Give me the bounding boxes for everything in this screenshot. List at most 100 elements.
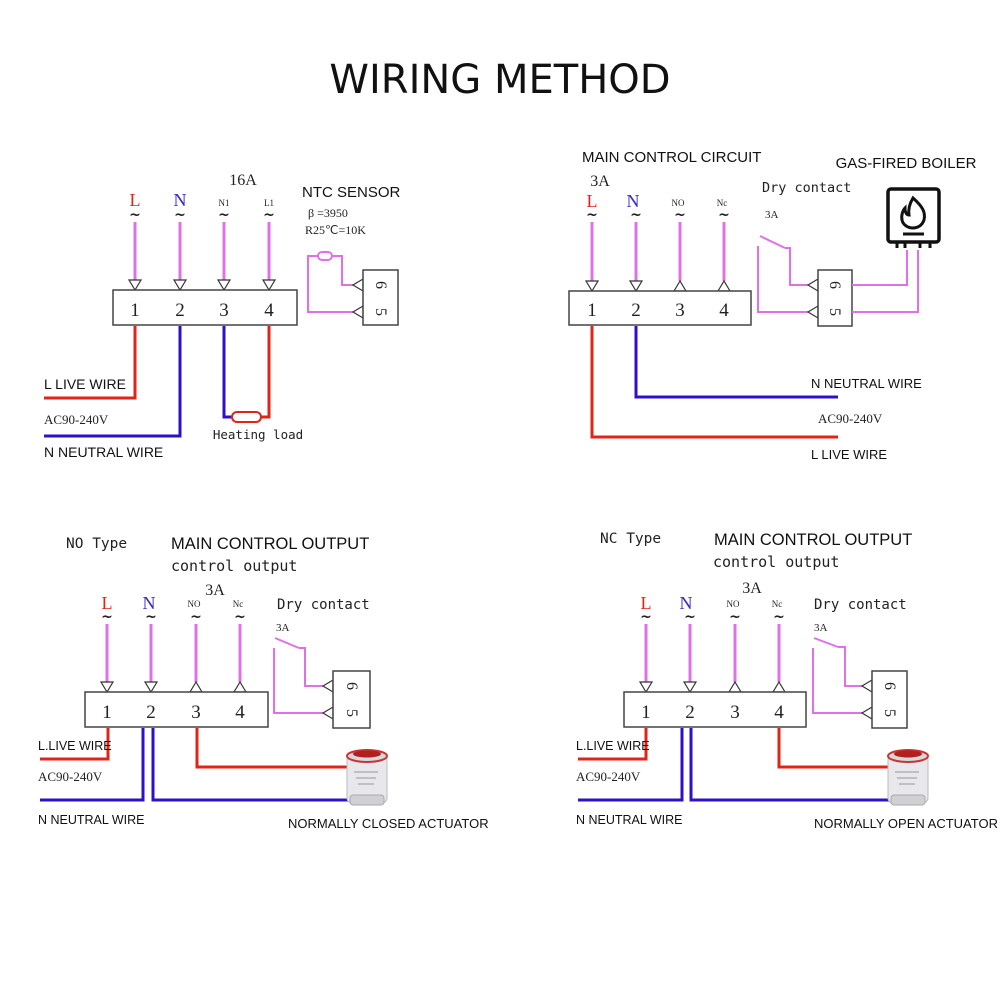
voltage-label: AC90-240V xyxy=(818,411,883,426)
arrow-left-icon xyxy=(861,679,873,693)
ac-symbol: ~ xyxy=(586,207,598,223)
arrow-up-icon xyxy=(189,681,203,693)
terminal-number: 1 xyxy=(102,702,112,723)
dry-contact-terminal-block xyxy=(332,670,371,729)
neutral-wire-label: N NEUTRAL WIRE xyxy=(576,813,683,827)
diagram-heading: MAIN CONTROL CIRCUIT xyxy=(582,149,761,166)
terminal-label-N: N xyxy=(680,593,693,613)
terminal-label-NC: Nc xyxy=(772,599,783,609)
sensor-wire xyxy=(307,255,353,313)
neutral-wire-label: N NEUTRAL WIRE xyxy=(811,376,922,391)
ac-symbol: ~ xyxy=(773,609,785,625)
terminal-block xyxy=(84,691,269,728)
terminal-label-NC: Nc xyxy=(233,599,244,609)
terminal-block xyxy=(623,691,807,728)
terminal-number: 2 xyxy=(175,300,185,321)
actuator-live-wire xyxy=(195,728,352,769)
live-wire xyxy=(590,326,838,439)
load-live-wire xyxy=(260,326,271,419)
voltage-label: AC90-240V xyxy=(44,412,109,427)
terminal-label-N: N xyxy=(174,190,187,210)
arrow-up-icon xyxy=(233,681,247,693)
actuator-label: NORMALLY OPEN ACTUATOR xyxy=(814,816,998,831)
diagram-no-type-actuator: NO Type MAIN CONTROL OUTPUT control outp… xyxy=(38,535,489,831)
sensor-beta: β =3950 xyxy=(308,206,348,220)
arrow-down-icon xyxy=(585,280,599,292)
neutral-wire xyxy=(44,326,182,438)
contact-wire xyxy=(299,647,323,687)
type-label: NC Type xyxy=(600,531,661,547)
terminal-label-NO: NO xyxy=(672,198,685,208)
ac-symbol: ~ xyxy=(190,609,202,625)
live-wire-label: L.LIVE WIRE xyxy=(576,739,650,753)
ac-symbol: ~ xyxy=(129,207,141,223)
terminal-number: 2 xyxy=(631,300,641,321)
terminal-number: 3 xyxy=(191,702,201,723)
contact-wire xyxy=(757,246,808,313)
ac-symbol: ~ xyxy=(729,609,741,625)
gas-boiler-icon xyxy=(886,187,941,248)
terminal-number: 5 xyxy=(343,709,360,717)
ac-symbol: ~ xyxy=(674,207,686,223)
diagram-heading: MAIN CONTROL OUTPUT xyxy=(171,535,369,553)
dry-contact-terminal-block xyxy=(871,670,908,729)
actuator-neutral-wire xyxy=(151,728,352,802)
arrow-left-icon xyxy=(807,305,819,319)
terminal-number: 3 xyxy=(675,300,685,321)
type-label: NO Type xyxy=(66,536,127,552)
switch-contact-icon xyxy=(813,637,839,648)
actuator-live-wire xyxy=(777,728,890,769)
arrow-left-icon xyxy=(807,278,819,292)
terminal-label-NO: NO xyxy=(188,599,201,609)
ac-symbol: ~ xyxy=(630,207,642,223)
actuator-icon xyxy=(346,749,388,806)
rating-label: 3A xyxy=(590,173,610,190)
neutral-wire-label: N NEUTRAL WIRE xyxy=(38,813,145,827)
load-neutral-wire xyxy=(222,326,233,419)
live-wire-label: L LIVE WIRE xyxy=(44,376,126,392)
arrow-left-icon xyxy=(861,706,873,720)
arrow-down-icon xyxy=(639,681,653,693)
ac-symbol: ~ xyxy=(640,609,652,625)
ac-symbol: ~ xyxy=(718,207,730,223)
terminal-number: 5 xyxy=(881,709,898,717)
contact-wire xyxy=(838,646,862,687)
arrow-down-icon xyxy=(629,280,643,292)
arrow-down-icon xyxy=(262,279,276,291)
terminal-label-NC: Nc xyxy=(717,198,728,208)
terminal-label-L: L xyxy=(587,191,598,211)
ac-symbol: ~ xyxy=(218,207,230,223)
arrow-up-icon xyxy=(772,681,786,693)
sensor-title: NTC SENSOR xyxy=(302,184,401,201)
dry-contact-rating: 3A xyxy=(276,622,290,634)
ntc-sensor-icon xyxy=(317,251,333,261)
terminal-label-L: L xyxy=(130,190,141,210)
terminal-number: 1 xyxy=(587,300,597,321)
arrow-up-icon xyxy=(673,280,687,292)
terminal-label-N: N xyxy=(143,593,156,613)
switch-contact-icon xyxy=(274,637,300,649)
neutral-wire xyxy=(40,728,145,802)
heating-load-label: Heating load xyxy=(213,427,303,442)
sensor-wire xyxy=(332,255,353,286)
diagram-nc-type-actuator: NC Type MAIN CONTROL OUTPUT control outp… xyxy=(576,531,998,831)
arrow-left-icon xyxy=(322,706,334,720)
arrow-down-icon xyxy=(683,681,697,693)
terminal-block xyxy=(112,289,298,326)
neutral-wire xyxy=(634,326,838,399)
neutral-wire xyxy=(578,728,684,802)
arrow-down-icon xyxy=(217,279,231,291)
diagram-ntc-sensor-heating: 16A L N N1 L1 ~ ~ ~ ~ 1 2 3 4 L LIVE WIR… xyxy=(44,172,401,460)
boiler-wire xyxy=(852,250,919,313)
contact-wire xyxy=(812,648,862,714)
flame-icon xyxy=(900,195,926,230)
diagram-gas-boiler: MAIN CONTROL CIRCUIT 3A L N NO Nc ~ ~ ~ … xyxy=(568,149,977,462)
ac-symbol: ~ xyxy=(263,207,275,223)
arrow-left-icon xyxy=(352,278,364,292)
arrow-left-icon xyxy=(322,679,334,693)
terminal-number: 3 xyxy=(730,702,740,723)
terminal-label-NO: NO xyxy=(727,599,740,609)
ac-symbol: ~ xyxy=(174,207,186,223)
boiler-wire xyxy=(852,250,908,286)
